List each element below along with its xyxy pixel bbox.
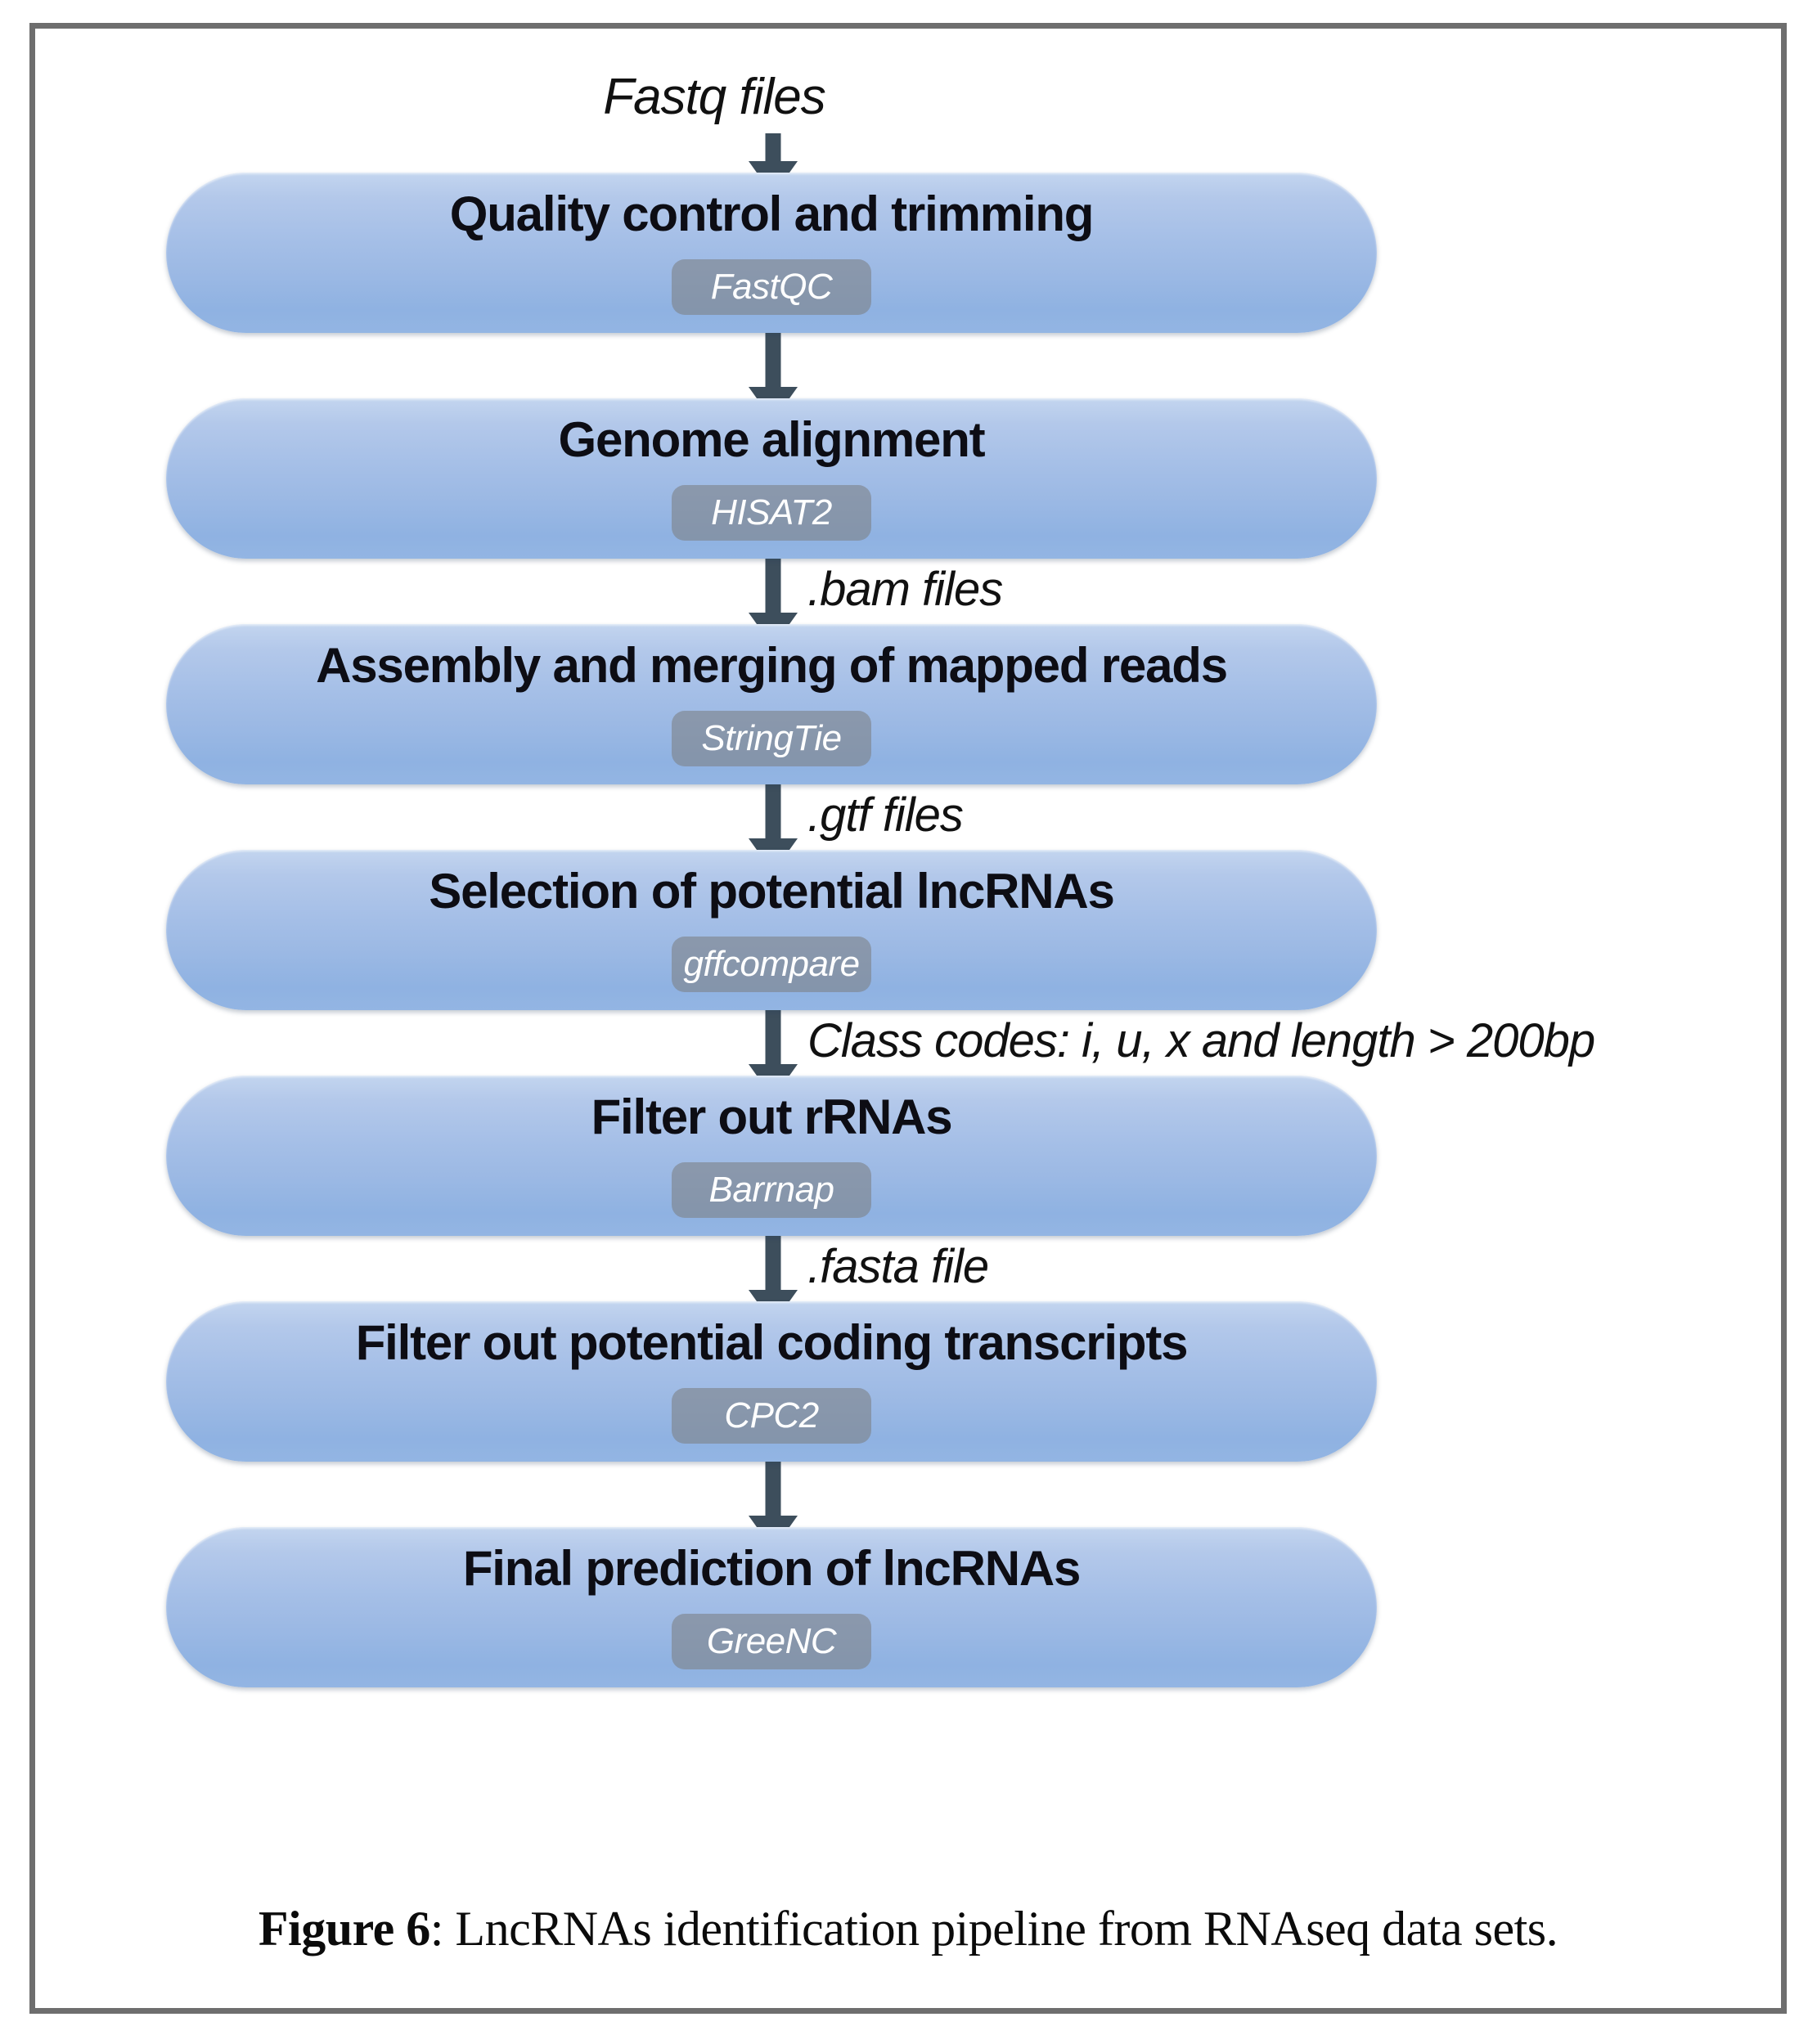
stage-title: Selection of potential lncRNAs [429,864,1115,919]
stage-title: Genome alignment [558,412,986,467]
stage-final-prediction[interactable]: Final prediction of lncRNAs GreeNC [166,1527,1377,1687]
stage-filter-rrnas[interactable]: Filter out rRNAs Barrnap [166,1076,1377,1236]
figure-inner: Fastq files Quality control and trimming… [35,29,1781,2008]
edge-label-class-codes: Class codes: i, u, x and length > 200bp [807,1014,1595,1067]
stage-tool-tag: StringTie [672,711,871,766]
pipeline-flowchart: Quality control and trimming FastQC Geno… [35,29,1781,2008]
caption-text: : LncRNAs identification pipeline from R… [430,1902,1558,1956]
figure-caption: Figure 6: LncRNAs identification pipelin… [35,1901,1781,1957]
stage-selection-lncrnas[interactable]: Selection of potential lncRNAs gffcompar… [166,850,1377,1010]
edge-label-bam-files: .bam files [807,563,1003,616]
caption-label: Figure 6 [258,1902,430,1956]
edge-label-fasta-file: .fasta file [807,1240,989,1293]
stage-quality-control[interactable]: Quality control and trimming FastQC [166,173,1377,333]
figure-frame: Fastq files Quality control and trimming… [29,23,1787,2014]
stage-tool-tag: GreeNC [672,1614,871,1669]
stage-genome-alignment[interactable]: Genome alignment HISAT2 [166,398,1377,559]
stage-title: Final prediction of lncRNAs [462,1541,1082,1596]
stage-tool-tag: Barrnap [672,1162,871,1218]
stage-filter-coding-transcripts[interactable]: Filter out potential coding transcripts … [166,1301,1377,1462]
stage-tool-tag: HISAT2 [672,485,871,541]
edge-label-gtf-files: .gtf files [807,788,964,842]
stage-title: Assembly and merging of mapped reads [316,638,1228,693]
stage-tool-tag: FastQC [672,259,871,315]
stage-title: Filter out potential coding transcripts [355,1315,1189,1370]
stage-title: Quality control and trimming [449,186,1095,241]
stage-title: Filter out rRNAs [591,1089,953,1144]
source-label: Fastq files [603,69,826,125]
arrow-shaft [765,133,781,164]
stage-tool-tag: CPC2 [672,1388,871,1444]
stage-tool-tag: gffcompare [672,937,871,992]
stage-assembly-merging[interactable]: Assembly and merging of mapped reads Str… [166,624,1377,784]
